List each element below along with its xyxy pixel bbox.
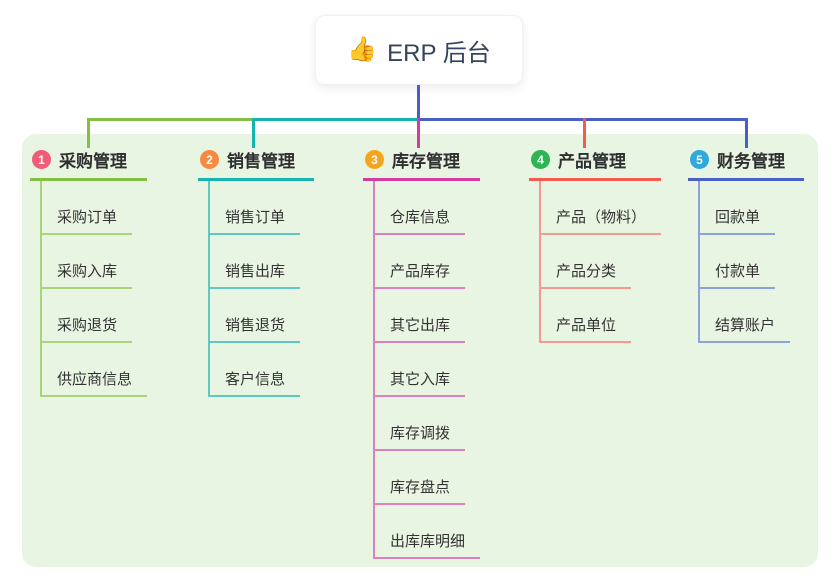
child-node[interactable]: 付款单 bbox=[698, 235, 804, 289]
child-node[interactable]: 库存盘点 bbox=[373, 451, 480, 505]
child-label: 库存调拨 bbox=[373, 422, 466, 451]
branch-children: 产品（物料） 产品分类产品单位 bbox=[529, 181, 662, 343]
child-label: 付款单 bbox=[698, 260, 776, 289]
child-node[interactable]: 仓库信息 bbox=[373, 181, 480, 235]
branch-title[interactable]: 2 销售管理 bbox=[198, 145, 314, 181]
branch-drop-line-5 bbox=[745, 118, 748, 148]
branch-label: 销售管理 bbox=[227, 152, 295, 171]
branch-connector-line bbox=[208, 181, 210, 397]
branch-drop-line-4 bbox=[583, 118, 586, 148]
branch-number-badge: 3 bbox=[365, 150, 384, 169]
horizontal-connector-3 bbox=[418, 118, 747, 121]
child-label: 供应商信息 bbox=[40, 368, 148, 397]
child-node[interactable]: 采购退货 bbox=[40, 289, 147, 343]
child-node[interactable]: 销售退货 bbox=[208, 289, 314, 343]
branch-title[interactable]: 5 财务管理 bbox=[688, 145, 804, 181]
child-label: 销售订单 bbox=[208, 206, 301, 235]
branch-connector-line bbox=[40, 181, 42, 397]
child-node[interactable]: 销售出库 bbox=[208, 235, 314, 289]
branch-number-badge: 5 bbox=[690, 150, 709, 169]
branch-children: 回款单付款单结算账户 bbox=[688, 181, 804, 343]
branch-1: 1 采购管理 采购订单采购入库采购退货供应商信息 bbox=[30, 145, 148, 397]
branch-label: 库存管理 bbox=[392, 152, 460, 171]
root-vertical-line bbox=[417, 85, 420, 121]
child-label: 产品分类 bbox=[539, 260, 632, 289]
branch-label: 产品管理 bbox=[558, 152, 626, 171]
child-label: 采购退货 bbox=[40, 314, 133, 343]
branch-label: 采购管理 bbox=[59, 152, 127, 171]
branch-children: 采购订单采购入库采购退货供应商信息 bbox=[30, 181, 148, 397]
branch-number-badge: 4 bbox=[531, 150, 550, 169]
branch-children: 仓库信息产品库存其它出库其它入库库存调拨库存盘点出库库明细 bbox=[363, 181, 481, 559]
child-label: 结算账户 bbox=[698, 314, 791, 343]
root-node-label: ERP 后台 bbox=[387, 39, 491, 67]
branch-drop-line-2 bbox=[252, 118, 255, 148]
child-label: 其它出库 bbox=[373, 314, 466, 343]
child-node[interactable]: 结算账户 bbox=[698, 289, 804, 343]
branch-connector-line bbox=[373, 181, 375, 559]
branch-drop-line-1 bbox=[87, 118, 90, 148]
child-label: 回款单 bbox=[698, 206, 776, 235]
child-node[interactable]: 客户信息 bbox=[208, 343, 314, 397]
child-label: 产品（物料） bbox=[539, 206, 662, 235]
child-node[interactable]: 产品单位 bbox=[539, 289, 661, 343]
child-label: 销售退货 bbox=[208, 314, 301, 343]
child-node[interactable]: 采购订单 bbox=[40, 181, 147, 235]
child-node[interactable]: 供应商信息 bbox=[40, 343, 148, 397]
thumbs-up-icon: 👍 bbox=[347, 36, 378, 63]
child-node[interactable]: 产品（物料） bbox=[539, 181, 662, 235]
child-label: 销售出库 bbox=[208, 260, 301, 289]
child-node[interactable]: 回款单 bbox=[698, 181, 804, 235]
child-label: 产品单位 bbox=[539, 314, 632, 343]
branch-title[interactable]: 4 产品管理 bbox=[529, 145, 662, 181]
child-label: 仓库信息 bbox=[373, 206, 466, 235]
root-node-erp[interactable]: 👍 ERP 后台 bbox=[315, 15, 523, 85]
mindmap-canvas-panel bbox=[22, 134, 818, 567]
branch-title[interactable]: 1 采购管理 bbox=[30, 145, 148, 181]
horizontal-connector-2 bbox=[253, 118, 418, 121]
child-node[interactable]: 其它入库 bbox=[373, 343, 480, 397]
child-node[interactable]: 采购入库 bbox=[40, 235, 147, 289]
branch-title[interactable]: 3 库存管理 bbox=[363, 145, 481, 181]
child-node[interactable]: 产品分类 bbox=[539, 235, 661, 289]
branch-label: 财务管理 bbox=[717, 152, 785, 171]
branch-3: 3 库存管理 仓库信息产品库存其它出库其它入库库存调拨库存盘点出库库明细 bbox=[363, 145, 481, 559]
child-label: 客户信息 bbox=[208, 368, 301, 397]
child-label: 出库库明细 bbox=[373, 530, 481, 559]
child-label: 采购入库 bbox=[40, 260, 133, 289]
child-label: 其它入库 bbox=[373, 368, 466, 397]
branch-5: 5 财务管理 回款单付款单结算账户 bbox=[688, 145, 804, 343]
horizontal-connector-1 bbox=[87, 118, 253, 121]
branch-4: 4 产品管理 产品（物料） 产品分类产品单位 bbox=[529, 145, 662, 343]
branch-connector-line bbox=[698, 181, 700, 343]
child-node[interactable]: 产品库存 bbox=[373, 235, 480, 289]
branch-connector-line bbox=[539, 181, 541, 343]
child-node[interactable]: 其它出库 bbox=[373, 289, 480, 343]
child-node[interactable]: 出库库明细 bbox=[373, 505, 481, 559]
branch-number-badge: 1 bbox=[32, 150, 51, 169]
child-node[interactable]: 库存调拨 bbox=[373, 397, 480, 451]
branch-children: 销售订单销售出库销售退货客户信息 bbox=[198, 181, 314, 397]
branch-2: 2 销售管理 销售订单销售出库销售退货客户信息 bbox=[198, 145, 314, 397]
child-label: 产品库存 bbox=[373, 260, 466, 289]
branch-drop-line-3 bbox=[417, 118, 420, 148]
branch-number-badge: 2 bbox=[200, 150, 219, 169]
child-label: 采购订单 bbox=[40, 206, 133, 235]
child-label: 库存盘点 bbox=[373, 476, 466, 505]
child-node[interactable]: 销售订单 bbox=[208, 181, 314, 235]
